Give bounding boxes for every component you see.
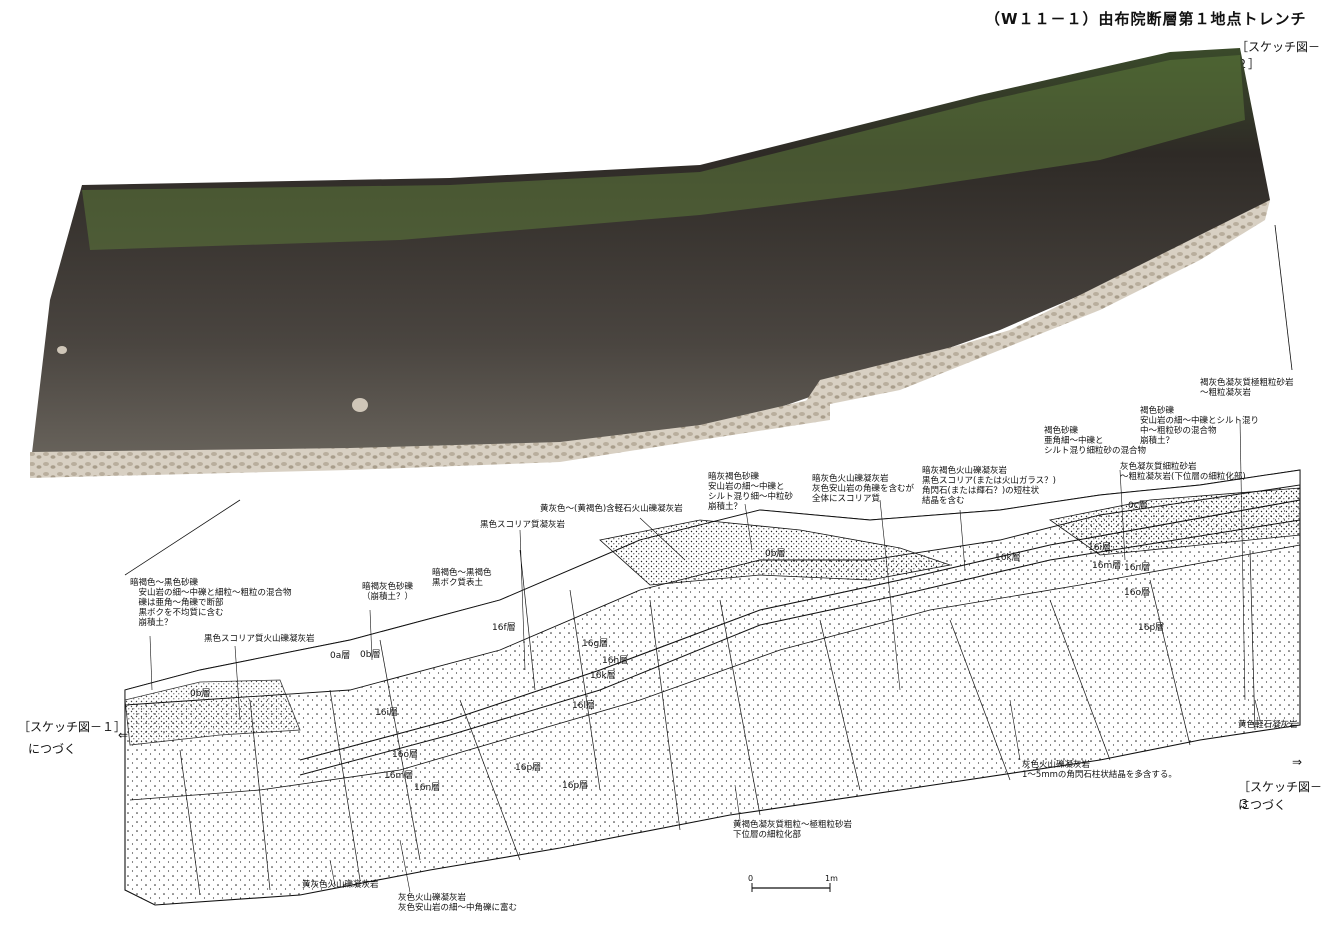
annotation-black-scoria-lapilli-tuff: 黒色スコリア質火山礫凝灰岩 [204,634,315,644]
layer-0c: 0c層 [1128,501,1148,511]
annotation-topsoil: 暗褐色～黒褐色 黒ボク質表土 [432,568,492,588]
layer-16l: 16l層 [572,701,595,711]
scale-start-label: 0 [748,874,754,883]
annotation-gray-fine-sandstone: 灰色凝灰質細粒砂岩 ～粗粒凝灰岩(下位層の細粒化部) [1120,462,1246,482]
annotation-yellow-gray-lapilli-tuff: 黄灰色火山礫凝灰岩 [302,880,379,890]
layer-16o: 16o層 [1124,588,1150,598]
page-title: （W１１－１）由布院断層第１地点トレンチ [985,10,1307,28]
layer-16m: 16m層 [1092,561,1122,571]
layer-0a: 0a層 [330,651,351,661]
layer-16p-right: 16p層 [562,781,589,791]
annotation-yellow-brown-sandstone: 黄褐色凝灰質粗粒～極粗粒砂岩 下位層の細粒化部 [733,820,853,840]
annotation-dark-brown-gravel: 暗褐色～黒色砂礫 安山岩の細～中礫と細粒～粗粒の混合物 礫は亜角～角礫で断部 黒… [130,578,292,628]
annotation-dark-brownish-gray-gravel: 暗褐灰色砂礫 （崩積土？） [362,582,414,602]
layer-16n-left: 16n層 [414,783,441,793]
layer-16f: 16f層 [492,623,516,633]
layer-0b-mid: 0b層 [360,650,381,660]
layer-16p-mid: 16p層 [515,763,542,773]
geologic-sketch [124,419,1301,906]
link-right-continue: につづく [1238,798,1287,812]
layer-0b-top: 0b層 [765,549,786,559]
layer-16k-right: 16k層 [995,553,1021,563]
layer-16g: 16g層 [582,639,609,649]
annotation-brown-gravel: 褐色砂礫 亜角細～中礫と シルト混り細粒砂の混合物 [1044,426,1147,456]
layer-0b-left: 0b層 [190,689,211,699]
link-right-text: ［スケッチ図－３ [1238,780,1323,811]
link-right-arrow: ⇒ [1292,755,1303,769]
annotation-gray-lapilli-tuff-2: 灰色火山礫凝灰岩 灰色安山岩の細～中角礫に富む [398,893,518,913]
link-left-arrow: ⇐ [118,728,129,742]
layer-16i-left: 16i層 [375,708,398,718]
annotation-dark-gray-lapilli-tuff: 暗灰色火山礫凝灰岩 灰色安山岩の角礫を含むが 全体にスコリア質 [812,474,915,504]
link-left-continue: につづく [28,742,77,756]
layer-16n: 16n層 [1124,563,1151,573]
layer-16h: 16h層 [602,656,629,666]
annotation-dark-gray-brown-lapilli-tuff: 暗灰褐色火山礫凝灰岩 黒色スコリア(または火山ガラス？) 角閃石(または輝石？)… [922,466,1056,506]
annotation-black-scoria-tuff: 黒色スコリア質凝灰岩 [480,520,566,530]
annotation-gray-lapilli-tuff: 灰色火山礫凝灰岩 1～5mmの角閃石柱状結晶を多含する。 [1022,760,1177,780]
scale-end-label: 1m [825,874,838,883]
trench-photo [30,48,1270,478]
layer-16m-left: 16m層 [384,771,414,781]
annotation-brown-gravel-2: 褐色砂礫 安山岩の細～中礫とシルト混り 中～粗粒砂の混合物 崩積土？ [1140,406,1260,446]
annotation-brownish-gray-sandstone: 褐灰色凝灰質極粗粒砂岩 ～粗粒凝灰岩 [1200,378,1294,398]
layer-16p: 16p層 [1138,623,1165,633]
annotation-yellow-pumice-tuff: 黄色軽石凝灰岩 [1238,720,1298,730]
layer-16i: 16i層 [1088,543,1111,553]
annotation-dark-gray-brown-gravel: 暗灰褐色砂礫 安山岩の細～中礫と シルト混り細～中粒砂 崩積土？ [708,472,794,512]
layer-16k-left: 16k層 [590,671,616,681]
link-left-text: ［スケッチ図－１］ [18,720,127,734]
annotation-yellow-gray-pumice-tuff: 黄灰色～(黄褐色)含軽石火山礫凝灰岩 [540,504,683,514]
scale-bar [751,883,831,892]
layer-16o-left: 16o層 [392,750,418,760]
